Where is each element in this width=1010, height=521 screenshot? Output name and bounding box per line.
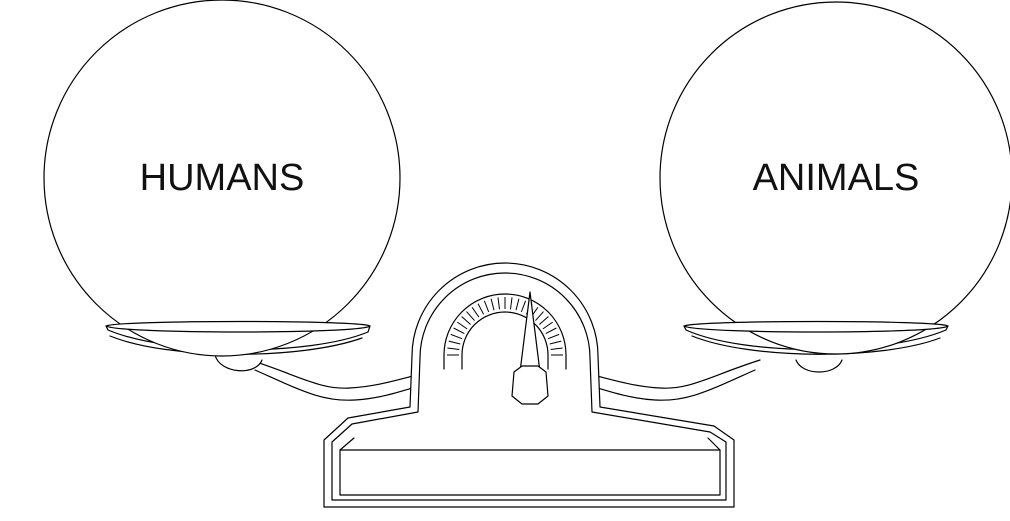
left-sphere: HUMANS <box>44 0 400 356</box>
animals-label: ANIMALS <box>753 157 920 199</box>
humans-label: HUMANS <box>140 157 305 199</box>
right-sphere: ANIMALS <box>660 2 1010 354</box>
